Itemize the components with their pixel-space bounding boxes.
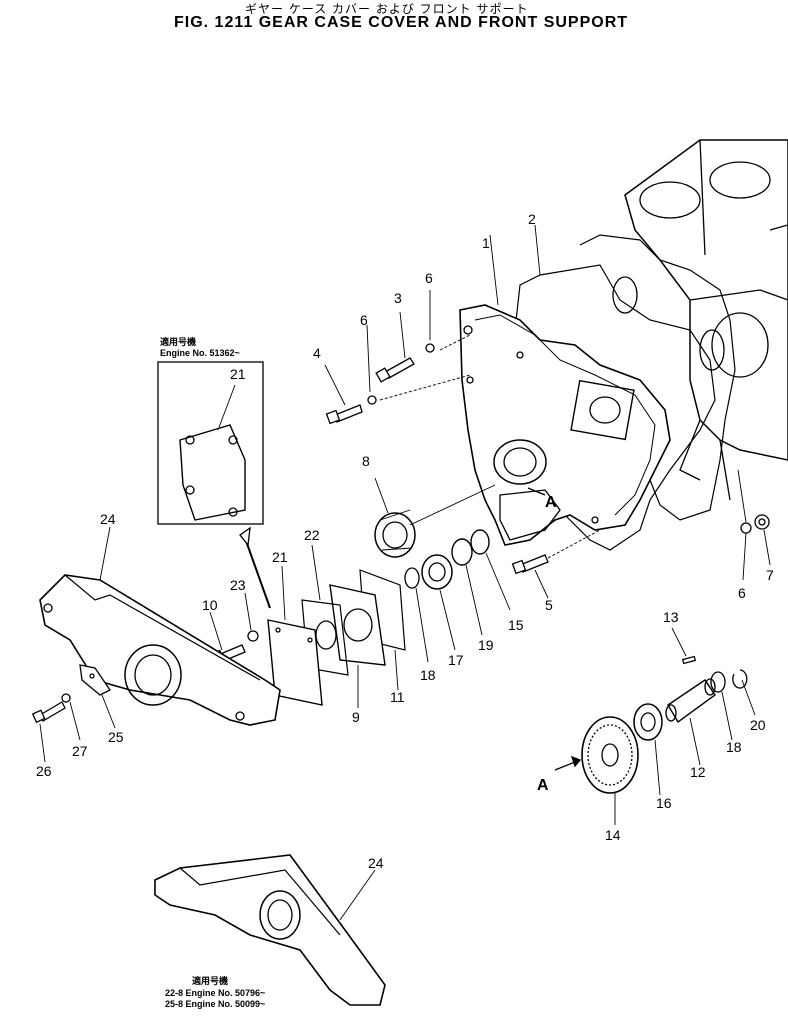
callout-4: 4 [313, 345, 321, 361]
stud-arrow [239, 526, 271, 609]
view-arrow-a [554, 755, 582, 771]
nut-washer-right [737, 469, 771, 581]
callout-13: 13 [663, 609, 679, 625]
housing-part-9 [329, 584, 386, 708]
callout-27: 27 [72, 743, 88, 759]
gear-case-cover-part-1 [459, 304, 671, 546]
callout-20: 20 [750, 717, 766, 733]
front-support-alt-part-24 [154, 854, 386, 1006]
gear-part-14 [581, 716, 639, 825]
callout-8: 8 [362, 453, 370, 469]
callout-1: 1 [482, 235, 490, 251]
bottom-note-line1: 22-8 Engine No. 50796~ [165, 988, 265, 998]
callout-19: 19 [478, 637, 494, 653]
washer-part-6 [425, 343, 435, 353]
oil-seal-part-8 [374, 477, 496, 558]
callout-25: 25 [108, 729, 124, 745]
inset-engine-label: Engine No. 51362~ [160, 348, 240, 358]
callout-22: 22 [304, 527, 320, 543]
spacer-part-19 [451, 538, 483, 636]
snap-ring-part-15 [470, 529, 511, 611]
callout-9: 9 [352, 709, 360, 725]
ring-part-18 [404, 567, 429, 663]
callout-23: 23 [230, 577, 246, 593]
bottom-jp-label: 適用号機 [192, 975, 228, 986]
snap-ring-part-20 [732, 669, 756, 716]
washer-part-23 [244, 592, 259, 642]
bottom-note-line2: 25-8 Engine No. 50099~ [165, 999, 265, 1009]
callout-21-inset: 21 [230, 366, 246, 382]
bracket-part-25 [79, 664, 116, 729]
callout-7: 7 [766, 567, 774, 583]
callout-15: 15 [508, 617, 524, 633]
inset-jp-label: 適用号機 [160, 336, 196, 347]
pin-part-13 [671, 627, 697, 665]
bolt-part-26 [31, 701, 66, 763]
callout-2: 2 [528, 211, 536, 227]
callout-26: 26 [36, 763, 52, 779]
callout-16: 16 [656, 795, 672, 811]
washer-part-6 [367, 395, 377, 405]
title-japanese: ギヤー ケース カバー および フロント サポート [245, 2, 529, 16]
callout-3: 3 [394, 290, 402, 306]
view-marker-a-upper: A [545, 494, 557, 511]
callout-14: 14 [605, 827, 621, 843]
cover-plate-part-21 [267, 565, 323, 706]
callout-6-top-left: 6 [360, 312, 368, 328]
callout-11: 11 [390, 689, 405, 705]
callout-18-left: 18 [420, 667, 436, 683]
bearing-part-16 [633, 703, 663, 796]
inset-box [157, 361, 264, 525]
bolt-part-3 [375, 357, 415, 383]
washer-part-27 [61, 693, 81, 741]
callout-18-right: 18 [726, 739, 742, 755]
ring-part-18 [710, 671, 733, 741]
callout-17: 17 [448, 652, 464, 668]
bearing-part-17 [421, 554, 456, 651]
callout-5: 5 [545, 597, 553, 613]
bolt-part-5 [511, 529, 601, 599]
nut-part-7 [754, 514, 770, 530]
callout-24-bottom: 24 [368, 855, 384, 871]
view-marker-a-lower: A [537, 777, 549, 794]
figure-title: FIG. 1211 GEAR CASE COVER AND FRONT SUPP… [174, 14, 629, 31]
bolt-part-4 [325, 404, 363, 425]
callout-12: 12 [690, 764, 706, 780]
callout-6-right: 6 [738, 585, 746, 601]
callout-21: 21 [272, 549, 288, 565]
view-arrow-a-upper [527, 487, 546, 496]
callout-24: 24 [100, 511, 116, 527]
callout-6-top-right: 6 [425, 270, 433, 286]
callout-10: 10 [202, 597, 218, 613]
shaft-part-12 [665, 678, 716, 766]
washer-part-6 [740, 522, 752, 534]
front-support-part-24 [39, 526, 281, 726]
